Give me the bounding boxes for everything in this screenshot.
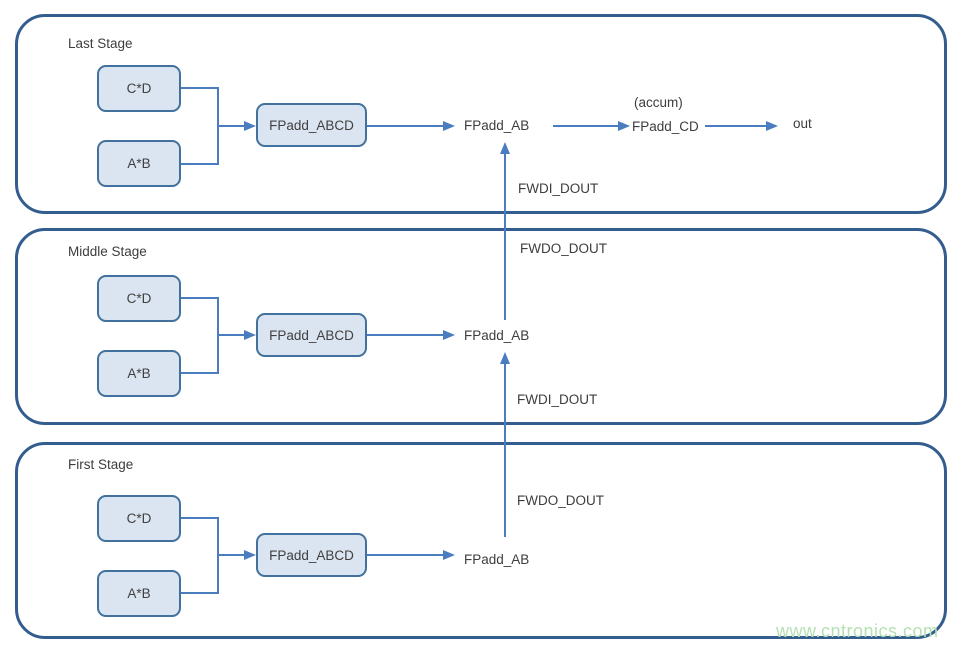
fwdi-dout-label-middle: FWDI_DOUT: [517, 392, 598, 407]
connector-line: [367, 334, 443, 336]
stage-title-middle: Middle Stage: [68, 244, 147, 259]
arrowhead-up-icon: [500, 142, 510, 154]
connector-line: [217, 554, 245, 556]
forward-flow-line: [504, 364, 506, 537]
connector-line: [181, 372, 218, 374]
connector-line: [367, 554, 443, 556]
accum-note-label: (accum): [634, 95, 683, 110]
fpadd-cd-label: FPadd_CD: [632, 119, 699, 134]
stage-container-first: [15, 442, 947, 639]
fpadd-ab-label-last: FPadd_AB: [464, 118, 530, 133]
fpadd-abcd-node-first: FPadd_ABCD: [256, 533, 367, 577]
connector-line: [181, 592, 218, 594]
fwdo-dout-label-middle: FWDO_DOUT: [520, 241, 607, 256]
arrowhead-up-icon: [500, 352, 510, 364]
connector-line: [181, 517, 218, 519]
fwdi-dout-label-last: FWDI_DOUT: [518, 181, 599, 196]
cd-node-last: C*D: [97, 65, 181, 112]
arrowhead-right-icon: [443, 550, 455, 560]
fpadd-abcd-node-last: FPadd_ABCD: [256, 103, 367, 147]
ab-node-last: A*B: [97, 140, 181, 187]
fpadd-abcd-node-middle: FPadd_ABCD: [256, 313, 367, 357]
ab-node-middle: A*B: [97, 350, 181, 397]
arrowhead-right-icon: [443, 121, 455, 131]
arrowhead-right-icon: [244, 330, 256, 340]
connector-line: [705, 125, 766, 127]
connector-line: [553, 125, 618, 127]
arrowhead-right-icon: [244, 121, 256, 131]
fpadd-ab-label-middle: FPadd_AB: [464, 328, 530, 343]
arrowhead-right-icon: [244, 550, 256, 560]
connector-line: [181, 163, 218, 165]
connector-line: [367, 125, 443, 127]
cd-node-first: C*D: [97, 495, 181, 542]
stage-title-last: Last Stage: [68, 36, 133, 51]
arrowhead-right-icon: [766, 121, 778, 131]
connector-line: [217, 334, 245, 336]
watermark-text: www.cntronics.com: [776, 621, 939, 641]
connector-line: [181, 87, 218, 89]
forward-flow-line: [504, 154, 506, 320]
fpadd-ab-label-first: FPadd_AB: [464, 552, 530, 567]
connector-line: [217, 125, 245, 127]
arrowhead-right-icon: [618, 121, 630, 131]
stage-container-last: [15, 14, 947, 214]
fwdo-dout-label-first: FWDO_DOUT: [517, 493, 604, 508]
cd-node-middle: C*D: [97, 275, 181, 322]
stage-title-first: First Stage: [68, 457, 134, 472]
arrowhead-right-icon: [443, 330, 455, 340]
ab-node-first: A*B: [97, 570, 181, 617]
out-label: out: [793, 116, 812, 131]
connector-line: [181, 297, 218, 299]
stage-container-middle: [15, 228, 947, 425]
